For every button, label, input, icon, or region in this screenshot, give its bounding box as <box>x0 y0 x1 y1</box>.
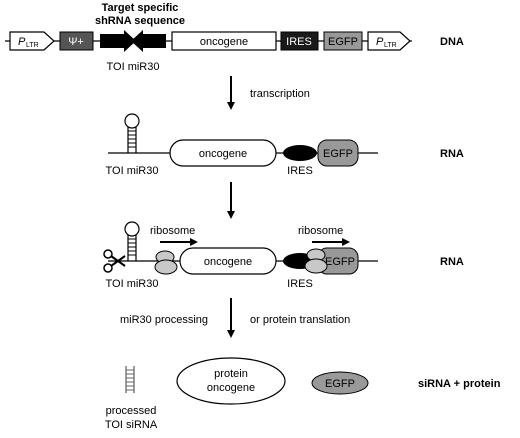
egfp-dna-box <box>323 31 363 51</box>
hairpin-cleaved-icon <box>124 221 140 261</box>
ltr-right-arrow <box>367 31 411 51</box>
rna-row-2: ribosome oncogene IRES ribosome EGFP TOI… <box>103 221 464 290</box>
egfp-rna1-label: EGFP <box>323 148 353 160</box>
rna-row-1: TOI miR30 oncogene IRES EGFP RNA <box>106 113 464 177</box>
shrna-reverse-arrow <box>131 30 166 52</box>
ribosome-right-label: ribosome <box>298 225 343 237</box>
ribosome-right-icon <box>304 248 328 274</box>
egfp-rna1-box <box>317 139 359 167</box>
oncogene-rna1-box <box>169 139 277 167</box>
toi-rna1-label: TOI miR30 <box>106 165 159 177</box>
dna-row: P LTR Ψ+ Target specific shRNA sequence … <box>5 2 464 73</box>
ires-dna-box <box>280 31 319 51</box>
ires-rna1-label: IRES <box>287 165 313 177</box>
protein-translation-label: or protein translation <box>250 314 350 326</box>
ltr-left-sub: LTR <box>26 42 39 49</box>
oncogene-rna2-label: oncogene <box>204 256 252 268</box>
ltr-right-p: P <box>376 36 384 48</box>
protein-oncogene-ellipse <box>176 357 286 405</box>
final-row: processed TOI siRNA protein oncogene EGF… <box>105 357 501 431</box>
psi-box <box>59 31 94 51</box>
rna1-row-label: RNA <box>440 148 464 160</box>
target-label-line2: shRNA sequence <box>95 15 185 27</box>
egfp-rna2-label: EGFP <box>325 256 355 268</box>
ires-dna-label: IRES <box>286 36 312 48</box>
psi-label: Ψ+ <box>68 36 84 48</box>
hairpin-icon <box>124 113 140 153</box>
ltr-right-sub: LTR <box>384 42 397 49</box>
ltr-left-arrow <box>9 31 55 51</box>
final-row-label: siRNA + protein <box>418 378 501 390</box>
egfp-protein-ellipse <box>311 371 369 395</box>
ires-rna1-shape <box>283 145 317 161</box>
toi-rna2-label: TOI miR30 <box>106 278 159 290</box>
protein-label-line1: protein <box>214 368 248 380</box>
oncogene-rna1-label: oncogene <box>199 148 247 160</box>
shrna-forward-arrow <box>100 30 136 52</box>
oncogene-dna-box <box>171 31 277 51</box>
target-label-line1: Target specific <box>102 2 179 14</box>
ires-rna2-label: IRES <box>287 278 313 290</box>
transcription-label: transcription <box>250 88 310 100</box>
oncogene-dna-label: oncogene <box>200 36 248 48</box>
mir30-processing-label: miR30 processing <box>120 314 208 326</box>
scissors-icon <box>103 249 126 273</box>
egfp-protein-label: EGFP <box>325 378 355 390</box>
ltr-left: P LTR <box>9 31 55 51</box>
rna2-row-label: RNA <box>440 256 464 268</box>
toi-dna-label: TOI miR30 <box>107 61 160 73</box>
ltr-right: P LTR <box>367 31 411 51</box>
processed-label-line2: TOI siRNA <box>105 419 158 431</box>
egfp-dna-label: EGFP <box>328 36 358 48</box>
dna-row-label: DNA <box>440 36 464 48</box>
processed-label-line1: processed <box>106 405 157 417</box>
ltr-left-p: P <box>18 36 26 48</box>
protein-label-line2: oncogene <box>207 382 255 394</box>
sirna-icon <box>125 366 135 393</box>
ribosome-left-label: ribosome <box>150 225 195 237</box>
ribosome-left-icon <box>154 250 178 275</box>
oncogene-rna2-box <box>179 247 277 275</box>
